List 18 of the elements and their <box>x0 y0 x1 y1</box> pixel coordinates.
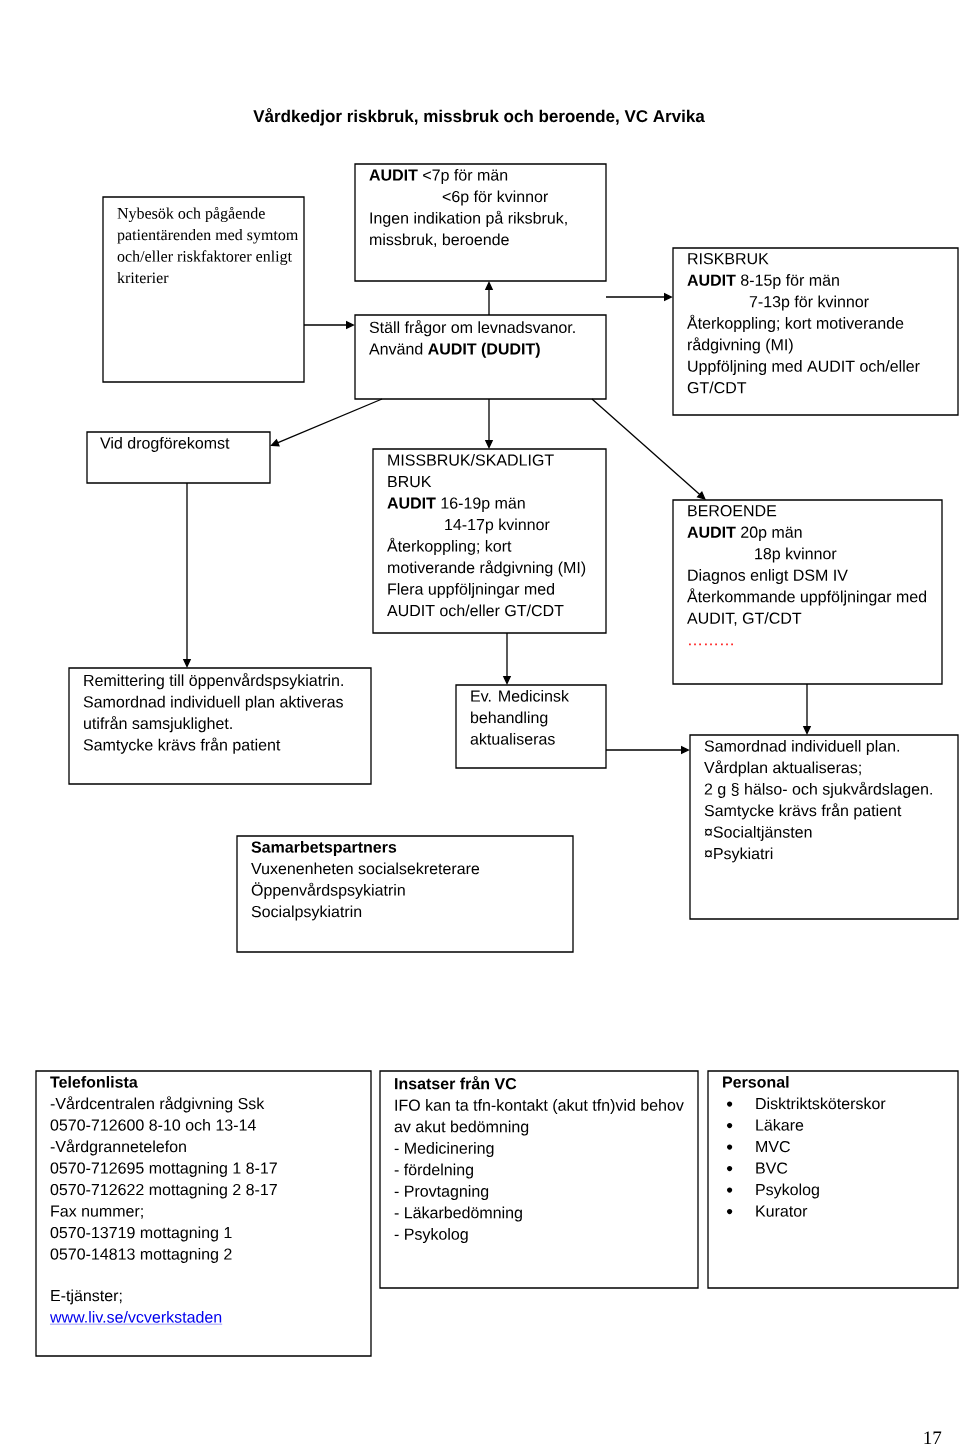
process-box: Nybesök och pågående patientärenden med symtom och/eller riskfaktorer enligt kriterier <box>102 196 305 383</box>
process-box: Samordnad individuell plan. Vårdplan aktualiseras; 2 g § hälso- och sjukvårdslagen. Samtycke krävs från patient ¤Socialtjänsten ¤Psykiatri <box>689 734 959 920</box>
process-box: MISSBRUK/SKADLIGT BRUK AUDIT 16-19p män 14-17p kvinnor Återkoppling; kort motiverande rådgivning (MI) Flera uppföljningar med AUDIT och/eller GT/CDT <box>372 448 607 634</box>
title: Vårdkedjor riskbruk, missbruk och beroende, VC Arvika <box>253 108 705 126</box>
process-box: Ev. Medicinsk behandling aktualiseras <box>455 684 607 769</box>
process-box: BEROENDE AUDIT 20p män 18p kvinnor Diagnos enligt DSM IV Återkommande uppföljningar med AUDIT, GT/CDT ……… <box>672 499 943 685</box>
page-number: 17 <box>924 1431 942 1444</box>
process-box: Ställ frågor om levnadsvanor. Använd AUDIT (DUDIT) <box>354 314 607 400</box>
process-box: Telefonlista -Vårdcentralen rådgivning Ssk 0570-712600 8-10 och 13-14 -Vårdgrannetelefon 0570-712695 mottagning 1 8-17 0570-712622 mottagning 2 8-17 Fax nummer; 0570-13719 mottagning 1 0570-14813 mottagning 2 E-tjänster; www.liv.se/vcverkstaden <box>35 1070 372 1357</box>
process-box: Vid drogförekomst <box>86 431 271 484</box>
arrow <box>591 398 706 500</box>
process-box: Remittering till öppenvårdspsykiatrin. Samordnad individuell plan aktiveras utifrån samsjuklighet. Samtycke krävs från patient <box>68 667 372 785</box>
process-box: Personal Disktriktsköterskor Läkare MVC BVC Psykolog Kurator <box>707 1070 959 1289</box>
process-box: Insatser från VC IFO kan ta tfn-kontakt (akut tfn)vid behov av akut bedömning - Medicinering - fördelning - Provtagning - Läkarbedömning - Psykolog <box>379 1070 699 1289</box>
process-box: RISKBRUK AUDIT 8-15p för män 7-13p för kvinnor Återkoppling; kort motiverande rådgivning (MI) Uppföljning med AUDIT och/eller GT/CDT <box>672 247 959 416</box>
process-box: Samarbetspartners Vuxenenheten socialsekreterare Öppenvårdspsykiatrin Socialpsykiatrin <box>236 835 574 953</box>
process-box: AUDIT <7p för män <6p för kvinnor Ingen indikation på riksbruk, missbruk, beroende <box>354 163 607 282</box>
arrow <box>270 398 383 447</box>
